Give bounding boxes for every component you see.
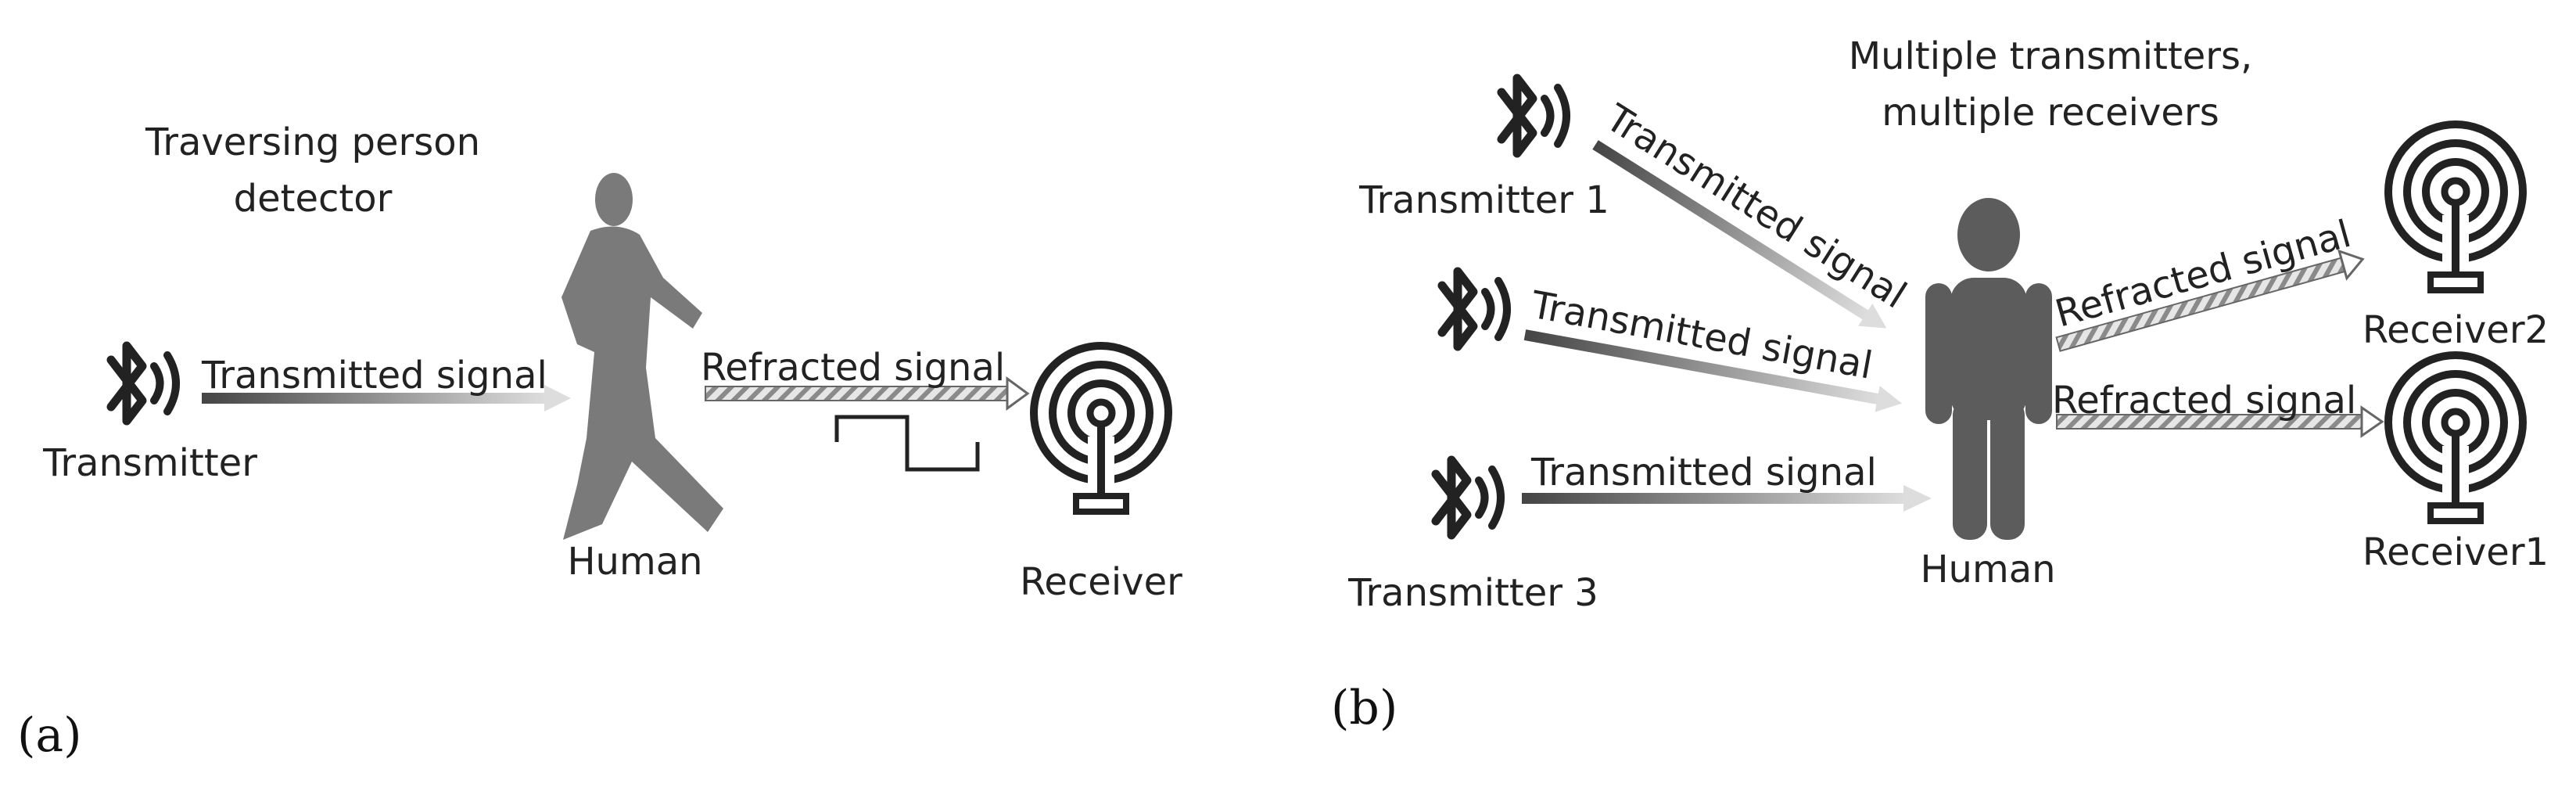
receiver-2-label: Receiver2 xyxy=(2363,308,2549,352)
transmitter-3-label: Transmitter 3 xyxy=(1347,571,1598,615)
transmitted-signal-arrow-1 xyxy=(1592,140,1887,329)
square-pulse-waveform xyxy=(834,415,980,472)
bluetooth-icon xyxy=(1442,271,1507,347)
bluetooth-icon xyxy=(1501,78,1566,153)
antenna-icon xyxy=(2388,355,2523,521)
refracted-signal-arrow-1 xyxy=(2055,249,2365,352)
panel-b: Multiple transmitters, multiple receiver… xyxy=(1331,34,2549,735)
walking-person-icon xyxy=(561,173,723,540)
transmitted-signal-label-3: Transmitted signal xyxy=(1530,451,1877,494)
antenna-icon xyxy=(2388,124,2523,290)
transmitter-1-label: Transmitter 1 xyxy=(1358,178,1609,222)
refracted-signal-arrow xyxy=(705,376,1030,411)
panel-a: Traversing person detector Transmitter T… xyxy=(17,120,1182,763)
bluetooth-icon xyxy=(1436,460,1501,535)
bluetooth-icon xyxy=(111,346,176,421)
panel-a-title-line1: Traversing person xyxy=(145,120,480,164)
transmitted-signal-arrow-3 xyxy=(1522,485,1932,512)
receiver-1-label: Receiver1 xyxy=(2363,530,2549,574)
transmitted-signal-label: Transmitted signal xyxy=(201,354,547,397)
refracted-signal-label: Refracted signal xyxy=(701,346,1005,390)
panel-a-label: (a) xyxy=(17,708,82,763)
panel-a-human-label: Human xyxy=(567,540,702,584)
panel-b-human-label: Human xyxy=(1920,548,2055,591)
transmitted-signal-arrow xyxy=(202,385,571,412)
receiver-label: Receiver xyxy=(1020,560,1182,604)
antenna-icon xyxy=(1034,346,1168,512)
transmitted-signal-label-1: Transmitted signal xyxy=(1598,95,1914,317)
transmitted-signal-arrow-2 xyxy=(1523,329,1903,412)
refracted-signal-label-2: Refracted signal xyxy=(2052,379,2356,422)
standing-person-icon xyxy=(1925,198,2052,540)
panel-b-title-line1: Multiple transmitters, xyxy=(1849,34,2253,78)
panel-a-title-line2: detector xyxy=(234,177,393,221)
transmitter-label: Transmitter xyxy=(42,441,257,485)
panel-b-label: (b) xyxy=(1331,681,1397,735)
panel-b-title-line2: multiple receivers xyxy=(1882,91,2219,135)
refracted-signal-arrow-2 xyxy=(2056,405,2384,438)
